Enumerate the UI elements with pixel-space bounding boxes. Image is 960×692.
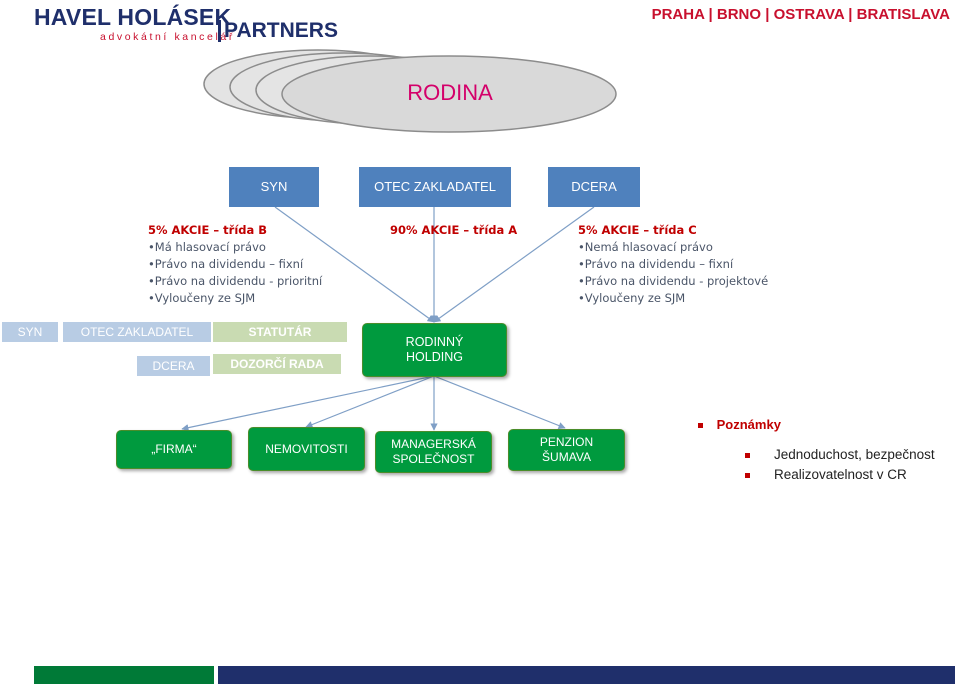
- share-class-c: 5% AKCIE – třída C Nemá hlasovací právo …: [578, 222, 808, 307]
- notes-title: Poznámky: [716, 417, 781, 432]
- member-dcera-box: DCERA: [548, 167, 640, 207]
- gov-dcera-box: DCERA: [137, 356, 210, 376]
- list-item: Nemá hlasovací právo: [578, 239, 808, 256]
- notes-list: Jednoduchost, bezpečnost Realizovatelnos…: [745, 445, 935, 485]
- share-class-b-heading: 5% AKCIE – třída B: [148, 223, 268, 237]
- subsidiary-firma: „FIRMA“: [116, 430, 232, 469]
- share-class-c-heading: 5% AKCIE – třída C: [578, 223, 697, 237]
- family-ellipses: [203, 49, 617, 133]
- footer-bar-green: [34, 666, 214, 684]
- list-item: Realizovatelnost v CR: [745, 465, 935, 485]
- statutory-body-box: STATUTÁR: [213, 322, 347, 342]
- share-class-a-heading: 90% AKCIE – třída A: [390, 223, 518, 237]
- subsidiary-nemovitosti: NEMOVITOSTI: [248, 427, 365, 471]
- share-class-a: 90% AKCIE – třída A: [390, 222, 530, 239]
- list-item: Právo na dividendu – fixní: [148, 256, 378, 273]
- notes-heading: Poznámky: [698, 417, 781, 432]
- list-item: Vyloučeny ze SJM: [148, 290, 378, 307]
- list-item: Právo na dividendu - projektové: [578, 273, 808, 290]
- gov-syn-box: SYN: [2, 322, 58, 342]
- list-item: Má hlasovací právo: [148, 239, 378, 256]
- list-item: Vyloučeny ze SJM: [578, 290, 808, 307]
- list-item: Právo na dividendu – fixní: [578, 256, 808, 273]
- square-bullet-icon: [745, 452, 750, 458]
- subsidiary-label: PENZION ŠUMAVA: [539, 435, 594, 464]
- family-title: RODINA: [407, 80, 493, 105]
- logo-partners: PARTNERS: [218, 20, 338, 42]
- member-syn-box: SYN: [229, 167, 319, 207]
- logo-wordmark: HAVEL HOLÁSEK: [34, 4, 232, 30]
- footer-bar-navy: [218, 666, 955, 684]
- subsidiary-label: NEMOVITOSTI: [265, 441, 348, 456]
- family-holding-box: RODINNÝ HOLDING: [362, 323, 507, 377]
- supervisory-board-box: DOZORČÍ RADA: [213, 354, 341, 374]
- share-class-b: 5% AKCIE – třída B Má hlasovací právo Pr…: [148, 222, 378, 307]
- member-otec-box: OTEC ZAKLADATEL: [359, 167, 511, 207]
- logo-subtitle: advokátní kancelář: [100, 31, 235, 43]
- family-holding-label: RODINNÝ HOLDING: [405, 335, 464, 364]
- list-item: Právo na dividendu - prioritní: [148, 273, 378, 290]
- gov-otec-box: OTEC ZAKLADATEL: [63, 322, 211, 342]
- square-bullet-icon: [745, 472, 750, 478]
- subsidiary-label: MANAGERSKÁ SPOLEČNOST: [391, 437, 476, 466]
- square-bullet-icon: [698, 423, 703, 429]
- list-item: Jednoduchost, bezpečnost: [745, 445, 935, 465]
- subsidiary-managerska: MANAGERSKÁ SPOLEČNOST: [375, 431, 492, 473]
- subsidiary-penzion: PENZION ŠUMAVA: [508, 429, 625, 471]
- city-list: PRAHA | BRNO | OSTRAVA | BRATISLAVA: [651, 6, 950, 23]
- note-text: Jednoduchost, bezpečnost: [774, 447, 935, 462]
- subsidiary-label: „FIRMA“: [151, 442, 197, 456]
- note-text: Realizovatelnost v CR: [774, 467, 907, 482]
